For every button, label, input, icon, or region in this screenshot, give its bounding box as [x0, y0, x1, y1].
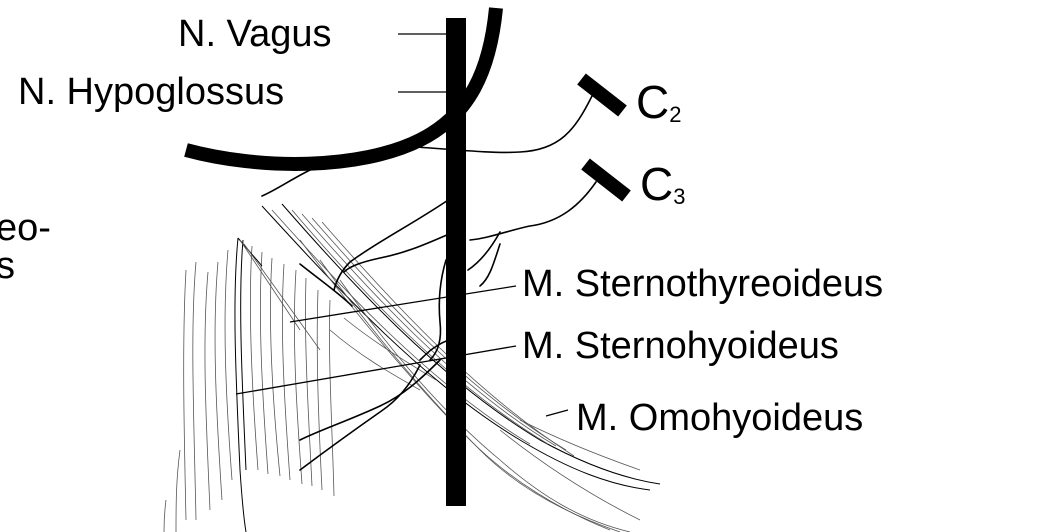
leader-sternohyoideus	[236, 346, 516, 394]
label-c3-subscript: 3	[673, 184, 685, 209]
label-omohyoideus: M. Omohyoideus	[576, 397, 863, 439]
vagus-nerve-bar	[446, 18, 466, 506]
label-c3-letter: C	[640, 158, 673, 210]
leader-omohyoideus	[546, 410, 568, 416]
label-cutoff-line2: s	[0, 245, 15, 287]
label-c2-letter: C	[636, 76, 669, 128]
label-cutoff-line1: eo-	[0, 207, 51, 249]
label-sternohyoideus: M. Sternohyoideus	[522, 325, 839, 367]
label-c3: C3	[640, 158, 685, 210]
label-sternothyreoideus: M. Sternothyreoideus	[522, 263, 883, 305]
muscle-fibers-strap	[164, 238, 334, 532]
label-c2-subscript: 2	[669, 102, 681, 127]
label-vagus: N. Vagus	[178, 13, 331, 55]
c3-root-stub	[581, 158, 631, 201]
label-c2: C2	[636, 76, 681, 128]
label-hypoglossus: N. Hypoglossus	[18, 71, 284, 113]
